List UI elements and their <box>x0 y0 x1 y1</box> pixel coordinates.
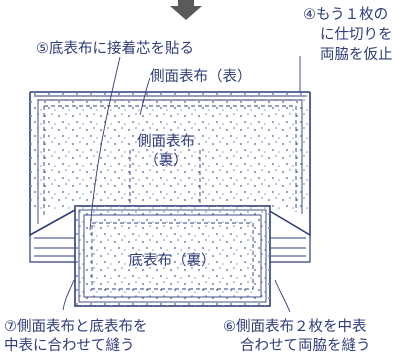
side-outer-back-label-line2: （裏） <box>144 153 188 169</box>
leader-lines <box>62 56 301 313</box>
step6-label-line2: 合わせて両脇を縫う <box>240 338 371 354</box>
step4-label-line1: ④もう１枚の <box>303 7 389 23</box>
bottom-outer-back-label: 底表布（裏） <box>128 253 216 269</box>
side-outer-fabric <box>29 91 311 263</box>
step7-label-line2: 中表に合わせて縫う <box>4 338 135 354</box>
step4-label-line3: 両脇を仮止 <box>320 47 393 63</box>
side-outer-front-label: 側面表布（表） <box>150 69 252 85</box>
step5-label: ⑤底表布に接着芯を貼る <box>36 41 194 57</box>
step7-label-line1: ⑦側面表布と底表布を <box>4 319 148 335</box>
side-outer-back-label-line1: 側面表布 <box>137 134 195 150</box>
down-arrow-icon <box>170 0 202 20</box>
step6-label-line1: ⑥側面表布２枚を中表 <box>223 319 367 335</box>
step4-label-line2: に仕切りを <box>320 27 393 43</box>
bottom-outer-fabric <box>74 205 271 307</box>
